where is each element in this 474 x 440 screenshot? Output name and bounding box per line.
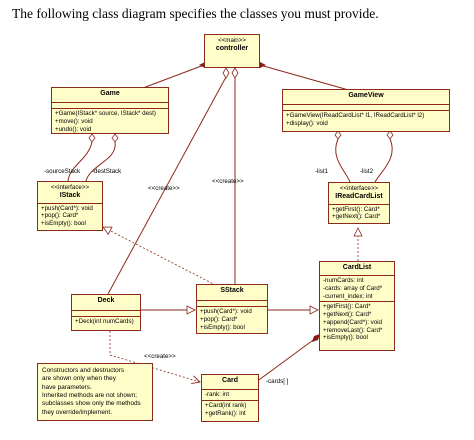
sstack-method: +isEmpty(): bool: [200, 323, 245, 331]
sstack-name: SStack: [220, 287, 244, 294]
label-source-stack: -sourceStack: [44, 168, 81, 175]
edge-gameview-list2: [374, 138, 393, 183]
istack-method: +push(Card*): void: [41, 204, 93, 212]
diamond-cardlist-card: [312, 334, 320, 342]
label-cards: -cards[ ]: [266, 378, 289, 385]
edge-controller-deck: [107, 76, 227, 295]
game-name: Game: [100, 90, 120, 97]
cardlist-method: +isEmpty(): bool: [323, 334, 368, 342]
label-create-sstack: <<create>>: [212, 178, 244, 185]
istack-name: IStack: [59, 191, 81, 199]
ireadcardlist-method: +getNext(): Card*: [332, 213, 381, 221]
gameview-name: GameView: [348, 92, 384, 99]
class-ireadcardlist: <<interface>> IReadCardList +getFirst():…: [328, 182, 390, 224]
cardlist-attribute: -cards: array of Card*: [323, 284, 383, 292]
edge-controller-game: [134, 64, 205, 92]
class-istack: <<interface>> IStack +push(Card*): void …: [37, 181, 103, 231]
class-controller: <<main>> controller: [204, 34, 260, 68]
note-line: subclasses show only the methods: [42, 400, 141, 408]
cardlist-method: +getNext(): Card*: [323, 311, 372, 318]
istack-stereotype: <<interface>>: [50, 184, 90, 191]
card-name: Card: [222, 377, 238, 384]
edge-sstack-istack: [102, 226, 224, 290]
card-method: +getRank(): int: [205, 409, 246, 417]
class-game: Game +Game(IStack* source, IStack* dest)…: [51, 87, 169, 134]
diamond-gameview-list1: [334, 130, 342, 140]
diamond-game-dest: [111, 133, 119, 143]
deck-method: +Deck(int numCards): [75, 318, 134, 325]
game-method: +move(): void: [55, 117, 93, 125]
label-list2: -list2: [360, 168, 374, 175]
istack-method: +isEmpty(): bool: [41, 220, 86, 227]
card-attribute: -rank: int: [205, 391, 230, 398]
deck-name: Deck: [97, 297, 115, 304]
cardlist-method: +getFirst(): Card*: [323, 303, 371, 311]
class-deck: Deck +Deck(int numCards): [71, 294, 141, 331]
edge-game-dest: [85, 141, 116, 182]
label-list1: -list1: [315, 168, 329, 175]
ireadcardlist-stereotype: <<interface>>: [339, 185, 379, 192]
diamond-game-source: [88, 133, 96, 143]
label-create-card: <<create>>: [144, 353, 176, 360]
class-cardlist: CardList -numCards: int -cards: array of…: [319, 261, 395, 351]
controller-stereotype: <<main>>: [218, 37, 246, 44]
cardlist-method: +append(Card*): void: [323, 318, 382, 326]
edge-deck-card: [109, 331, 201, 384]
note-line: are shown only when they: [42, 375, 116, 383]
intro-text: The following class diagram specifies th…: [12, 6, 379, 21]
diamond-controller-deck: [222, 67, 230, 79]
sstack-method: +push(Card*): void: [200, 308, 252, 315]
card-method: +Card(int rank): [205, 401, 247, 409]
cardlist-method: +removeLast(): Card*: [323, 326, 383, 334]
edge-gameview-list1: [335, 138, 351, 183]
edge-cardlist-card: [251, 337, 317, 386]
gameview-method: +display(): void: [286, 119, 328, 127]
ireadcardlist-method: +getFirst(): Card*: [332, 205, 380, 213]
diamond-gameview-list2: [386, 130, 394, 140]
sstack-method: +pop(): Card*: [200, 315, 238, 323]
diamond-controller-sstack: [231, 67, 239, 79]
ireadcardlist-name: IReadCardList: [335, 192, 383, 200]
note-line: have parameters.: [42, 383, 92, 391]
istack-method: +pop(): Card*: [41, 212, 79, 220]
edge-controller-gameview: [259, 64, 353, 92]
class-card: Card -rank: int +Card(int rank) +getRank…: [201, 374, 259, 422]
controller-name: controller: [215, 44, 249, 52]
cardlist-attribute: -numCards: int: [323, 277, 364, 284]
note: Constructors and destructors are shown o…: [37, 363, 153, 421]
note-line: Inherited methods are not shown;: [42, 391, 137, 399]
edge-game-source: [67, 141, 93, 182]
note-line: Constructors and destructors: [42, 367, 125, 374]
gameview-method: +GameView(IReadCardList* l1, IReadCardLi…: [286, 112, 425, 119]
cardlist-name: CardList: [342, 264, 372, 271]
label-dest-stack: -destStack: [92, 168, 122, 175]
game-method: +Game(IStack* source, IStack* dest): [55, 110, 156, 117]
game-method: +undo(): void: [55, 125, 92, 133]
note-line: they override/implement.: [42, 408, 112, 416]
cardlist-attribute: -current_index: int: [323, 292, 373, 300]
class-sstack: SStack +push(Card*): void +pop(): Card* …: [196, 284, 268, 334]
label-create-deck: <<create>>: [148, 185, 180, 192]
class-gameview: GameView +GameView(IReadCardList* l1, IR…: [282, 89, 450, 132]
